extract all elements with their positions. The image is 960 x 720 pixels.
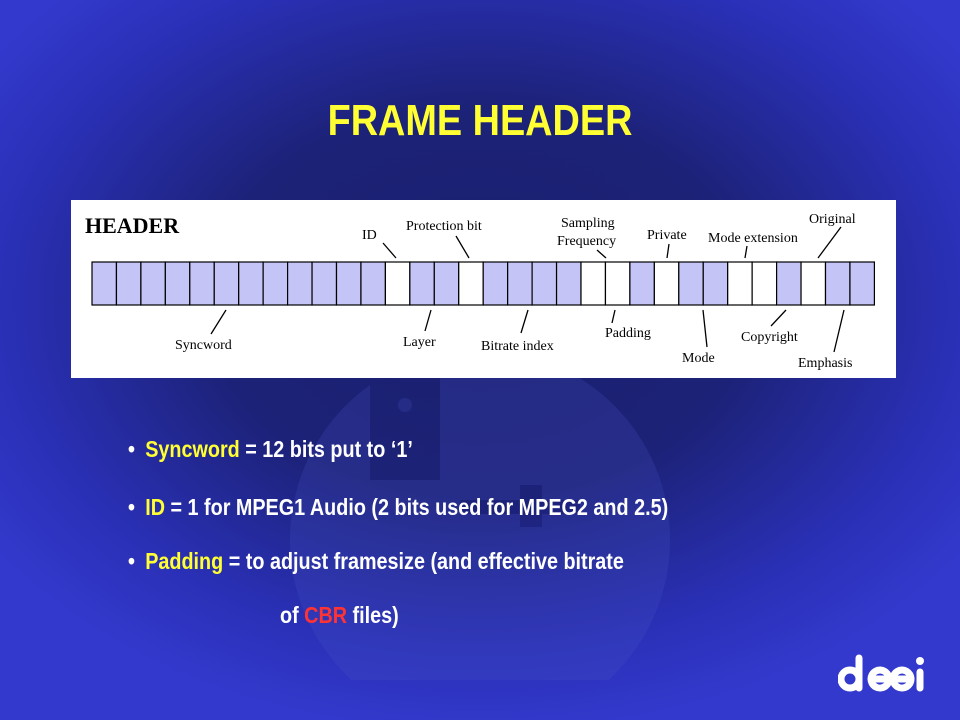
label-layer: Layer xyxy=(403,335,436,350)
bit-cell xyxy=(531,261,558,306)
bullet-key-syncword: Syncword xyxy=(145,436,240,462)
bit-cell xyxy=(482,261,509,306)
bit-cell xyxy=(360,261,387,306)
label-bitrate-index: Bitrate index xyxy=(481,339,554,354)
bullet-id: •ID = 1 for MPEG1 Audio (2 bits used for… xyxy=(128,494,669,520)
bullet-key-id: ID xyxy=(145,494,165,520)
bullet-key-padding: Padding xyxy=(145,548,224,574)
bit-cell xyxy=(238,261,264,306)
bullet-padding: •Padding = to adjust framesize (and effe… xyxy=(128,548,624,574)
bit-cell xyxy=(555,261,582,306)
bullet-text-id: = 1 for MPEG1 Audio (2 bits used for MPE… xyxy=(164,494,669,520)
label-emphasis: Emphasis xyxy=(798,356,852,371)
bit-cell xyxy=(507,261,533,306)
bit-cell xyxy=(604,261,631,306)
bit-cell xyxy=(287,261,313,306)
bit-cell xyxy=(335,261,362,306)
slide-title: FRAME HEADER xyxy=(327,96,633,145)
bit-cell xyxy=(115,261,142,306)
label-original: Original xyxy=(809,212,856,227)
leader-lines xyxy=(210,226,845,353)
bit-cell xyxy=(409,261,435,306)
bit-cell xyxy=(213,261,240,306)
bit-cell xyxy=(384,261,411,306)
bit-cell xyxy=(164,261,191,306)
label-copyright: Copyright xyxy=(741,330,798,345)
bit-cell xyxy=(751,261,778,306)
label-mode-extension: Mode extension xyxy=(708,231,798,246)
bit-cell xyxy=(262,261,289,306)
bit-cell xyxy=(824,261,851,306)
bit-cell xyxy=(311,261,338,306)
bit-cell xyxy=(433,261,460,306)
bit-cell xyxy=(727,261,753,306)
continuation-cbr: CBR xyxy=(304,602,348,628)
continuation-post: files) xyxy=(347,602,399,628)
bit-cell xyxy=(91,261,118,306)
bit-cell xyxy=(140,261,166,306)
bit-cell xyxy=(458,261,484,306)
label-syncword: Syncword xyxy=(175,338,232,353)
label-mode: Mode xyxy=(682,351,715,366)
label-id: ID xyxy=(362,228,377,243)
bullet-text-syncword: = 12 bits put to ‘1’ xyxy=(239,436,413,462)
bit-cell xyxy=(702,261,729,306)
label-frequency: Frequency xyxy=(557,234,616,249)
bit-cell xyxy=(653,261,680,306)
bit-cell xyxy=(189,261,215,306)
bit-cell xyxy=(678,261,704,306)
bullet-syncword: •Syncword = 12 bits put to ‘1’ xyxy=(128,436,413,462)
continuation-pre: of xyxy=(280,602,305,628)
header-bit-diagram: HEADER ID Protection bit Sampling Freque… xyxy=(85,212,876,371)
bit-cells xyxy=(91,261,876,306)
diagram-heading: HEADER xyxy=(85,213,180,238)
background-emblem-icon xyxy=(290,350,670,680)
bit-cell xyxy=(800,261,827,306)
bullet-text-padding: = to adjust framesize (and effective bit… xyxy=(223,548,624,574)
bit-cell xyxy=(580,261,607,306)
bit-cell xyxy=(849,261,876,306)
deei-logo xyxy=(838,654,924,692)
label-protection-bit: Protection bit xyxy=(406,219,482,234)
bit-cell xyxy=(775,261,802,306)
label-padding: Padding xyxy=(605,326,651,341)
label-private: Private xyxy=(647,228,687,243)
bullet-continuation: of CBR files) xyxy=(280,602,399,629)
label-sampling: Sampling xyxy=(561,216,615,231)
bit-cell xyxy=(629,261,655,306)
frame-header-diagram: HEADER ID Protection bit Sampling Freque… xyxy=(71,200,896,378)
